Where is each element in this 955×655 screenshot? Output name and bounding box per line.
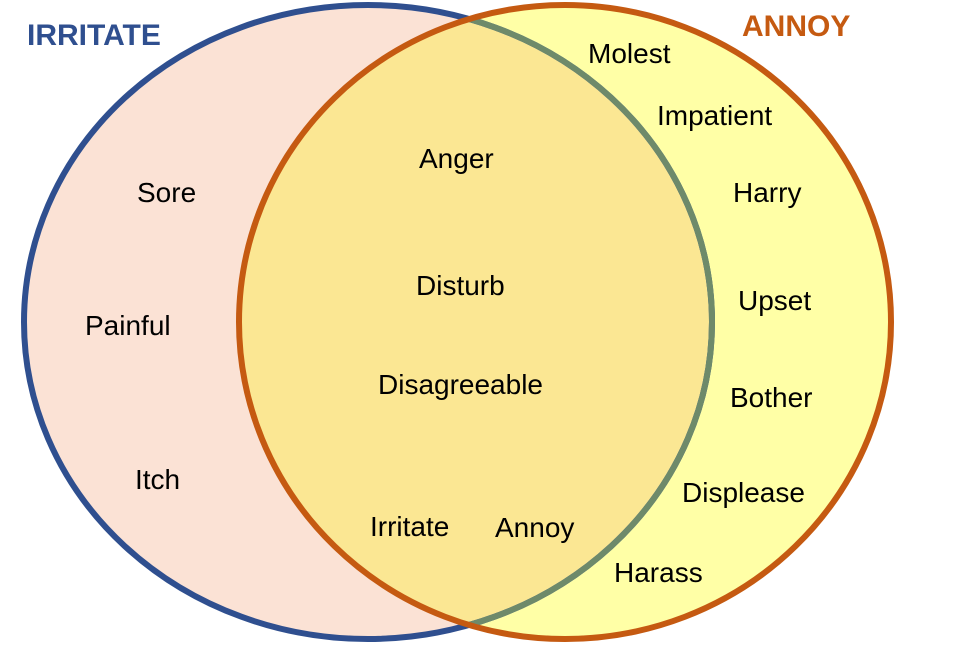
term-bother: Bother <box>730 382 813 413</box>
term-annoy: Annoy <box>495 512 574 543</box>
term-molest: Molest <box>588 38 671 69</box>
term-disturb: Disturb <box>416 270 505 301</box>
term-irritate: Irritate <box>370 511 449 542</box>
term-harass: Harass <box>614 557 703 588</box>
term-sore: Sore <box>137 177 196 208</box>
term-disagreeable: Disagreeable <box>378 369 543 400</box>
overlap-region <box>239 5 712 639</box>
annoy-set-title: ANNOY <box>742 10 850 43</box>
term-itch: Itch <box>135 464 180 495</box>
term-painful: Painful <box>85 310 171 341</box>
term-anger: Anger <box>419 143 494 174</box>
term-displease: Displease <box>682 477 805 508</box>
term-impatient: Impatient <box>657 100 772 131</box>
term-upset: Upset <box>738 285 811 316</box>
overlap-border <box>239 5 715 639</box>
term-harry: Harry <box>733 177 801 208</box>
irritate-set-title: IRRITATE <box>27 19 161 52</box>
annoy-set-border <box>236 2 894 642</box>
